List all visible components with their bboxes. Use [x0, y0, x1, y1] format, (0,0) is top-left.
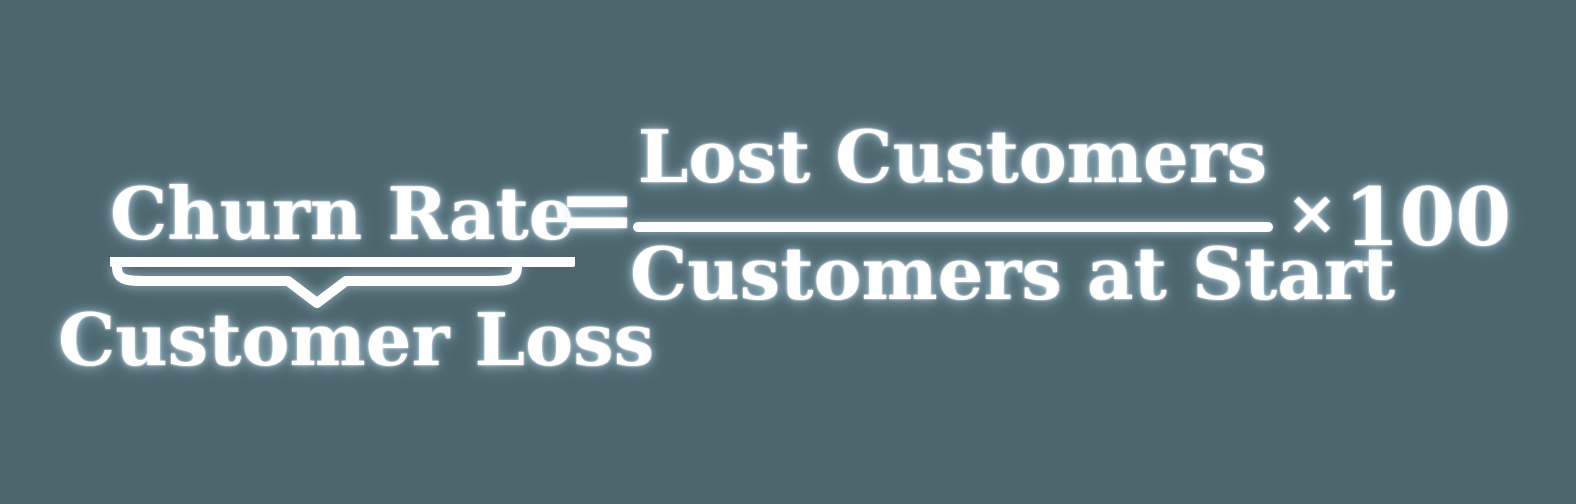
customer-loss-annotation: Customer Loss [58, 297, 655, 382]
multiplier-value: 100 [1344, 170, 1511, 264]
multiply-sign: × [1286, 176, 1338, 249]
fraction-bar [633, 222, 1273, 232]
underbrace-icon [112, 264, 522, 308]
equals-sign: = [557, 154, 637, 265]
churn-rate-underlined-text: Churn Rate [110, 178, 575, 267]
fraction-denominator: Customers at Start [630, 231, 1396, 316]
fraction-numerator: Lost Customers [637, 114, 1268, 199]
churn-rate-term: Churn Rate [110, 178, 575, 267]
